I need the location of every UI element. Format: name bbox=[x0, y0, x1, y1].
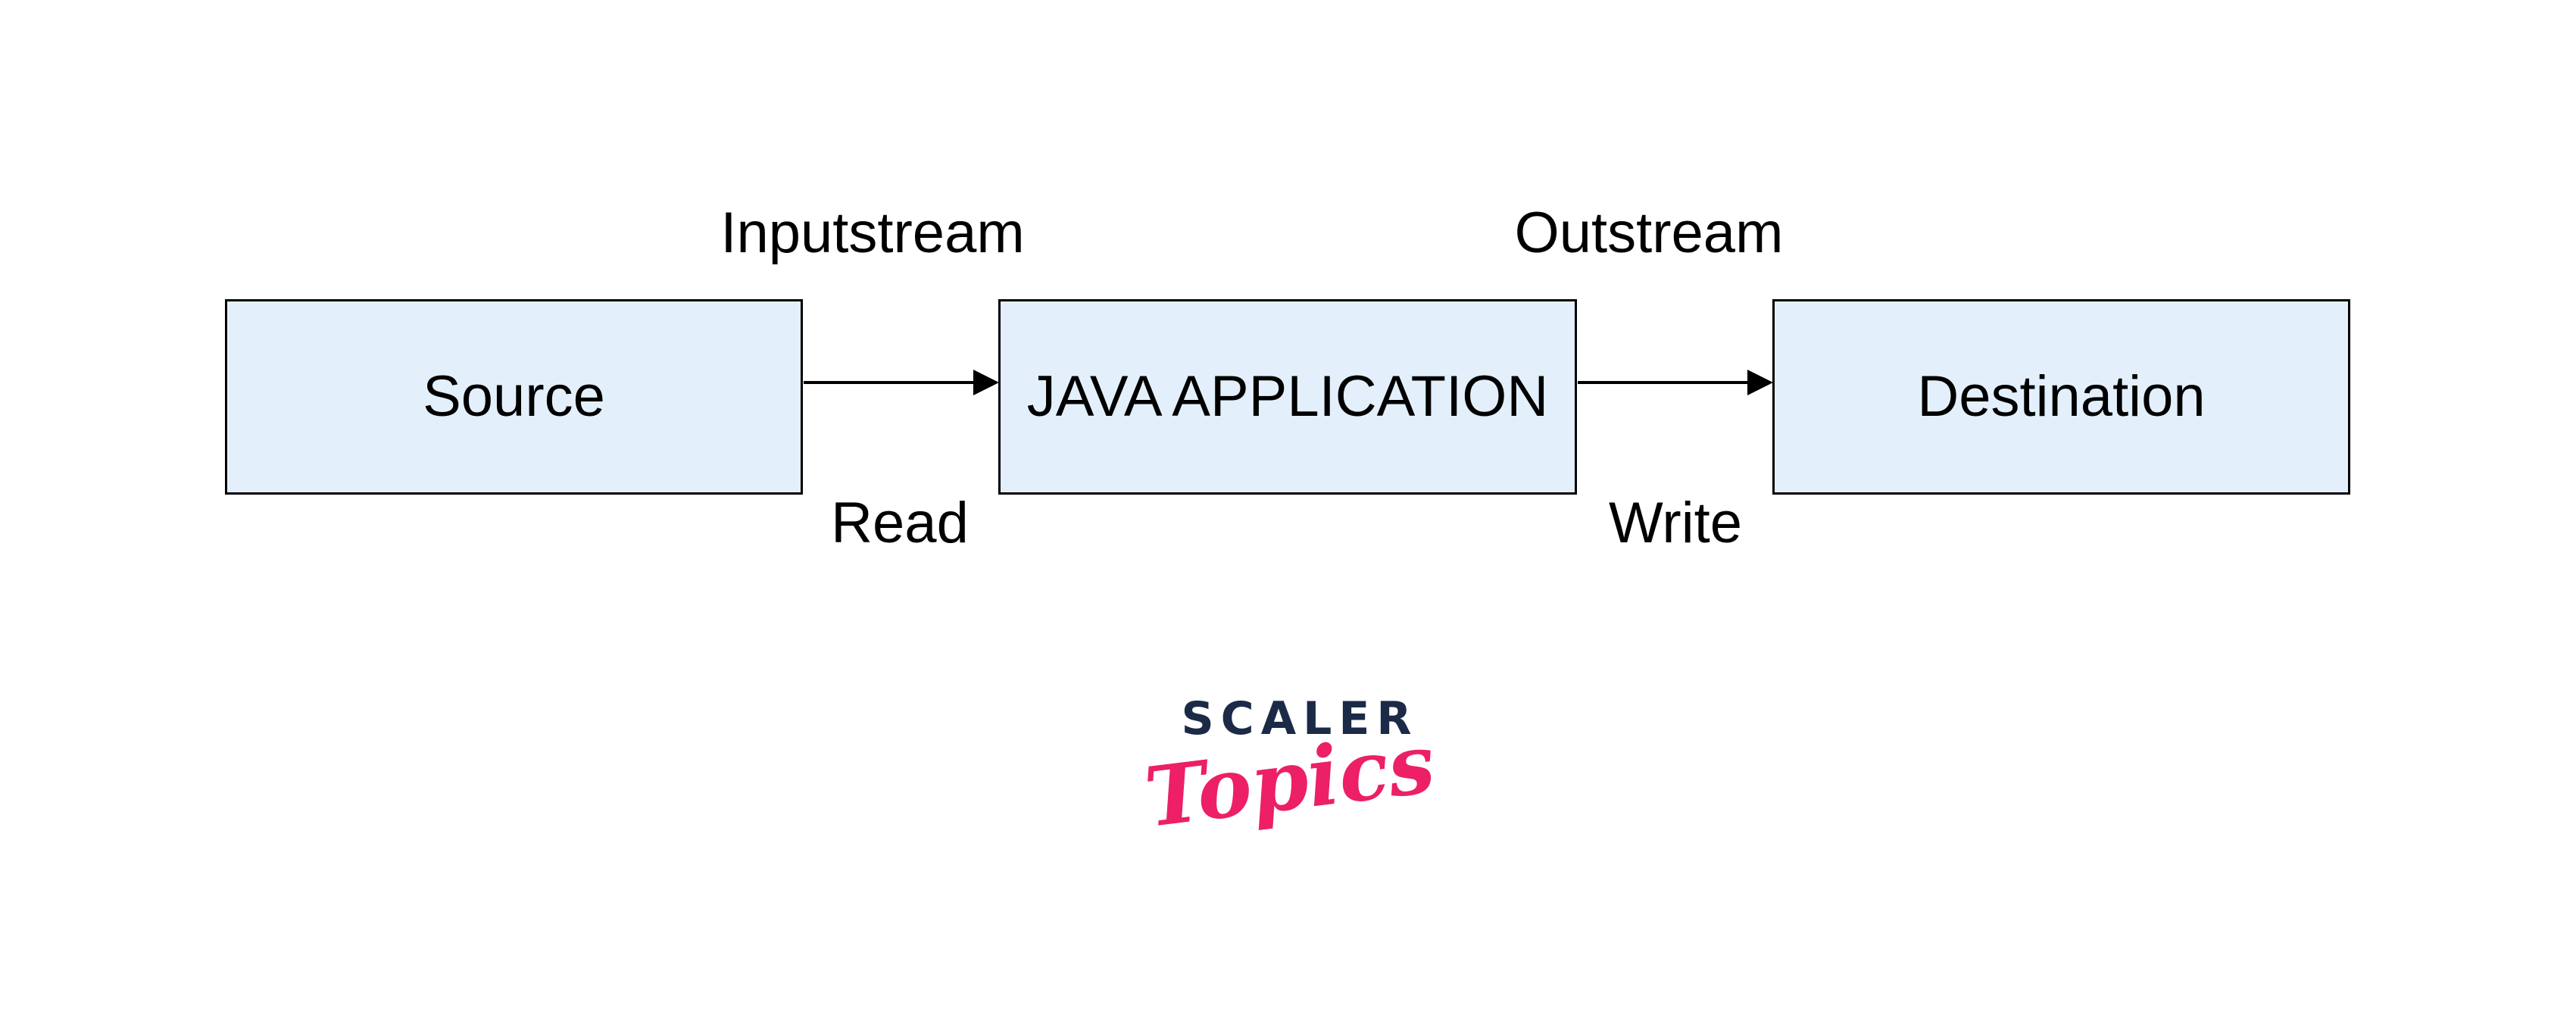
scaler-logo-wordmark: SCALER bbox=[1181, 692, 1419, 745]
source-box: Source bbox=[225, 299, 803, 495]
arrowhead-right-icon bbox=[973, 370, 999, 395]
arrow-source-to-java bbox=[804, 381, 975, 384]
java-application-box: JAVA APPLICATION bbox=[998, 299, 1577, 495]
inputstream-label: Inputstream bbox=[720, 201, 1025, 265]
source-box-label: Source bbox=[423, 364, 605, 429]
destination-box: Destination bbox=[1772, 299, 2350, 495]
outstream-label: Outstream bbox=[1514, 201, 1784, 265]
destination-box-label: Destination bbox=[1917, 364, 2206, 429]
write-label: Write bbox=[1609, 491, 1742, 555]
java-application-box-label: JAVA APPLICATION bbox=[1026, 364, 1549, 429]
read-label: Read bbox=[831, 491, 969, 555]
arrowhead-right-icon bbox=[1747, 370, 1773, 395]
arrow-java-to-destination bbox=[1578, 381, 1749, 384]
